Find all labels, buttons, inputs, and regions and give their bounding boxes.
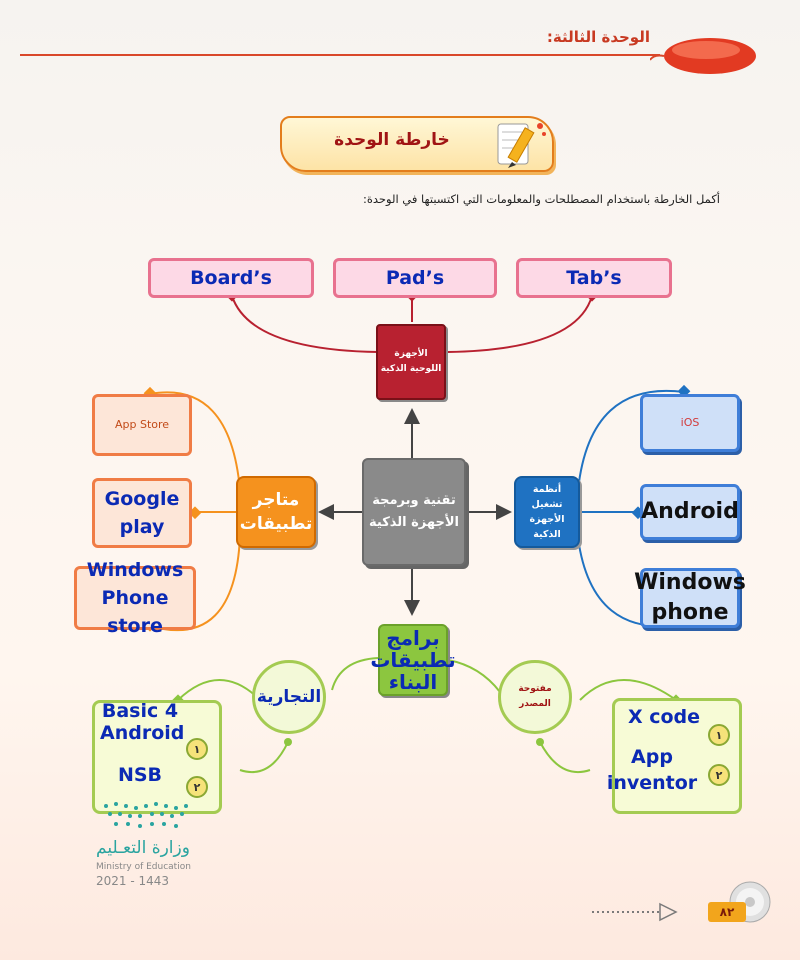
right-item-ios: iOS <box>640 394 740 452</box>
number-badge-1: ١ <box>708 724 730 746</box>
ministry-logo-dots <box>104 802 188 828</box>
top-item-pads: Pad’s <box>333 258 497 298</box>
right-branch-node: أنظمة تشغيل الأجهزة الذكية <box>514 476 580 548</box>
open-source-item-2: App inventor <box>606 746 698 794</box>
ministry-name-en: Ministry of Education <box>96 862 191 872</box>
header-rule <box>20 54 660 56</box>
commercial-item-2: NSB <box>117 764 163 786</box>
left-item-app-store: App Store <box>92 394 192 456</box>
open-source-item-1: X code <box>627 706 701 728</box>
left-branch-node: متاجر تطبيقات <box>236 476 316 548</box>
commercial-item-1: Basic 4 Android <box>100 700 185 744</box>
open-source-node: مفتوحة المصدر <box>498 660 572 734</box>
number-badge-2: ٢ <box>708 764 730 786</box>
edition-year: 2021 - 1443 <box>96 874 170 888</box>
commercial-node: التجارية <box>252 660 326 734</box>
instruction-text: أكمل الخارطة باستخدام المصطلحات والمعلوم… <box>362 192 720 206</box>
open-source-panel <box>612 698 742 814</box>
right-item-windows-phone: Windows phone <box>634 568 746 628</box>
computer-mouse-icon <box>650 38 756 74</box>
right-item-android: Android <box>640 484 740 540</box>
ministry-name-ar: وزارة التعـليم <box>96 838 190 858</box>
bottom-branch-node: برامج تطبيقات البناء <box>370 624 456 696</box>
unit-label: الوحدة الثالثة: <box>546 28 650 46</box>
number-badge-1: ١ <box>186 738 208 760</box>
top-item-tabs: Tab’s <box>516 258 672 298</box>
top-branch-node: الأجهزة اللوحية الذكية <box>376 324 446 400</box>
number-badge-2: ٢ <box>186 776 208 798</box>
banner-title: خارطة الوحدة <box>334 130 450 150</box>
left-item-google-play: Google play <box>92 478 192 548</box>
left-item-windows-store: Windows Phone store <box>74 559 196 637</box>
page-number: ٨٢ <box>708 902 746 922</box>
pencil-notepad-icon <box>497 123 546 168</box>
top-item-boards: Board’s <box>148 258 314 298</box>
center-node: تقنية وبرمجة الأجهزة الذكية <box>362 458 466 566</box>
